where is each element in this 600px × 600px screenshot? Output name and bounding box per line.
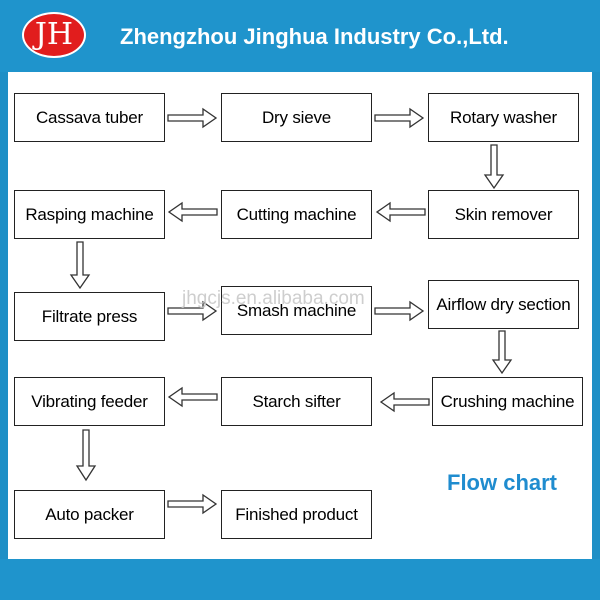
node-starch-sifter: Starch sifter — [221, 377, 372, 426]
node-finished-product: Finished product — [221, 490, 372, 539]
arrow-left-icon — [167, 386, 218, 408]
node-cassava-tuber: Cassava tuber — [14, 93, 165, 142]
arrow-left-icon — [379, 391, 430, 413]
arrow-down-icon — [69, 241, 91, 290]
arrow-right-icon — [167, 493, 218, 515]
node-crushing-machine: Crushing machine — [432, 377, 583, 426]
arrow-right-icon — [374, 107, 425, 129]
node-rotary-washer: Rotary washer — [428, 93, 579, 142]
node-smash-machine: Smash machine — [221, 286, 372, 335]
arrow-right-icon — [167, 107, 218, 129]
arrow-down-icon — [483, 144, 505, 190]
arrow-down-icon — [491, 330, 513, 375]
node-rasping-machine: Rasping machine — [14, 190, 165, 239]
arrow-left-icon — [167, 201, 218, 223]
node-cutting-machine: Cutting machine — [221, 190, 372, 239]
node-auto-packer: Auto packer — [14, 490, 165, 539]
flow-chart-caption: Flow chart — [447, 470, 558, 495]
footer-bar — [0, 559, 600, 600]
arrow-right-icon — [374, 300, 425, 322]
arrow-down-icon — [75, 429, 97, 482]
node-vibrating-feeder: Vibrating feeder — [14, 377, 165, 426]
company-logo: JH — [22, 12, 86, 58]
node-airflow-dry-section: Airflow dry section — [428, 280, 579, 329]
header-bar: JH Zhengzhou Jinghua Industry Co.,Ltd. — [0, 0, 600, 72]
logo-text: JH — [34, 17, 74, 52]
arrow-right-icon — [167, 300, 218, 322]
company-name: Zhengzhou Jinghua Industry Co.,Ltd. — [120, 24, 509, 49]
arrow-left-icon — [375, 201, 426, 223]
node-skin-remover: Skin remover — [428, 190, 579, 239]
node-filtrate-press: Filtrate press — [14, 292, 165, 341]
watermark: jhgcjs.en.alibaba.com — [182, 288, 365, 309]
node-dry-sieve: Dry sieve — [221, 93, 372, 142]
